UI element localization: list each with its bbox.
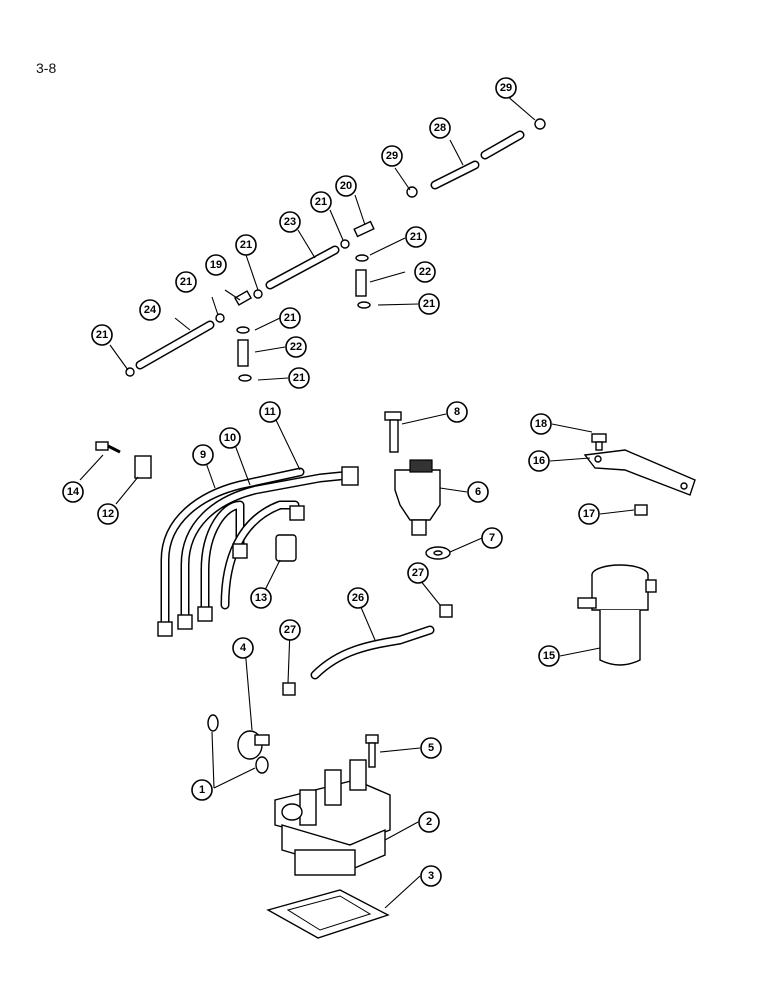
svg-text:21: 21 bbox=[180, 276, 192, 288]
svg-text:8: 8 bbox=[454, 406, 460, 418]
callout-22a: 22 bbox=[414, 261, 436, 283]
callout-1: 1 bbox=[191, 779, 213, 801]
svg-text:28: 28 bbox=[434, 122, 446, 134]
svg-text:29: 29 bbox=[500, 82, 512, 94]
clamp-parts bbox=[95, 441, 297, 562]
callout-14: 14 bbox=[62, 481, 84, 503]
callout-23: 23 bbox=[279, 211, 301, 233]
svg-text:23: 23 bbox=[284, 216, 296, 228]
fuel-hose-assembly bbox=[125, 118, 546, 382]
callout-6: 6 bbox=[467, 481, 489, 503]
svg-text:3: 3 bbox=[428, 870, 434, 882]
svg-text:18: 18 bbox=[535, 418, 547, 430]
svg-text:16: 16 bbox=[533, 455, 545, 467]
return-hose bbox=[282, 604, 453, 696]
callout-21c: 21 bbox=[235, 234, 257, 256]
svg-text:13: 13 bbox=[255, 592, 267, 604]
callout-27b: 27 bbox=[279, 619, 301, 641]
callout-7: 7 bbox=[481, 527, 503, 549]
callout-2: 2 bbox=[418, 811, 440, 833]
svg-text:7: 7 bbox=[489, 532, 495, 544]
page-number: 3-8 bbox=[36, 60, 57, 76]
svg-text:27: 27 bbox=[412, 567, 424, 579]
svg-text:21: 21 bbox=[293, 372, 305, 384]
callout-10: 10 bbox=[219, 427, 241, 449]
callout-29a: 29 bbox=[495, 77, 517, 99]
svg-text:26: 26 bbox=[352, 592, 364, 604]
svg-text:21: 21 bbox=[240, 239, 252, 251]
svg-text:27: 27 bbox=[284, 624, 296, 636]
callout-21g: 21 bbox=[91, 324, 113, 346]
injector-nozzle bbox=[384, 411, 451, 560]
svg-text:21: 21 bbox=[96, 329, 108, 341]
svg-text:4: 4 bbox=[240, 642, 247, 654]
svg-text:22: 22 bbox=[290, 341, 302, 353]
leader-lines bbox=[79, 94, 635, 909]
svg-text:9: 9 bbox=[200, 449, 206, 461]
svg-text:21: 21 bbox=[423, 298, 435, 310]
svg-text:20: 20 bbox=[340, 180, 352, 192]
svg-text:1: 1 bbox=[199, 784, 205, 796]
svg-text:17: 17 bbox=[583, 508, 595, 520]
callout-18: 18 bbox=[530, 413, 552, 435]
svg-text:22: 22 bbox=[419, 266, 431, 278]
callout-21f: 21 bbox=[279, 307, 301, 329]
svg-text:19: 19 bbox=[210, 259, 222, 271]
callout-11: 11 bbox=[259, 401, 281, 423]
bolt-5 bbox=[365, 734, 379, 744]
callout-21h: 21 bbox=[288, 367, 310, 389]
svg-text:29: 29 bbox=[386, 150, 398, 162]
filter-bracket bbox=[583, 433, 696, 516]
callout-16: 16 bbox=[528, 450, 550, 472]
callout-13: 13 bbox=[250, 587, 272, 609]
callout-15: 15 bbox=[538, 645, 560, 667]
injection-pipes bbox=[157, 466, 359, 637]
callout-21d: 21 bbox=[175, 271, 197, 293]
callout-26: 26 bbox=[347, 587, 369, 609]
svg-text:12: 12 bbox=[102, 508, 114, 520]
svg-text:21: 21 bbox=[410, 231, 422, 243]
svg-text:15: 15 bbox=[543, 650, 555, 662]
svg-text:2: 2 bbox=[426, 816, 432, 828]
callout-12: 12 bbox=[97, 503, 119, 525]
callout-24: 24 bbox=[139, 299, 161, 321]
callout-21e: 21 bbox=[418, 293, 440, 315]
callout-4: 4 bbox=[232, 637, 254, 659]
callout-19: 19 bbox=[205, 254, 227, 276]
svg-text:10: 10 bbox=[224, 432, 236, 444]
injection-pump bbox=[274, 759, 391, 876]
callout-9: 9 bbox=[192, 444, 214, 466]
callout-28: 28 bbox=[429, 117, 451, 139]
svg-text:5: 5 bbox=[428, 742, 434, 754]
svg-text:11: 11 bbox=[264, 406, 276, 418]
svg-text:21: 21 bbox=[284, 312, 296, 324]
banjo-fitting bbox=[207, 714, 270, 774]
callout-22b: 22 bbox=[285, 336, 307, 358]
callout-5: 5 bbox=[420, 737, 442, 759]
callout-3: 3 bbox=[420, 865, 442, 887]
fuel-filter bbox=[577, 564, 657, 666]
callout-17: 17 bbox=[578, 503, 600, 525]
callout-29b: 29 bbox=[381, 145, 403, 167]
svg-text:21: 21 bbox=[315, 196, 327, 208]
callout-21a: 21 bbox=[310, 191, 332, 213]
callout-27a: 27 bbox=[407, 562, 429, 584]
callout-8: 8 bbox=[446, 401, 468, 423]
svg-text:24: 24 bbox=[144, 304, 157, 316]
callout-20: 20 bbox=[335, 175, 357, 197]
callout-21b: 21 bbox=[405, 226, 427, 248]
svg-text:14: 14 bbox=[67, 486, 80, 498]
svg-text:6: 6 bbox=[475, 486, 481, 498]
